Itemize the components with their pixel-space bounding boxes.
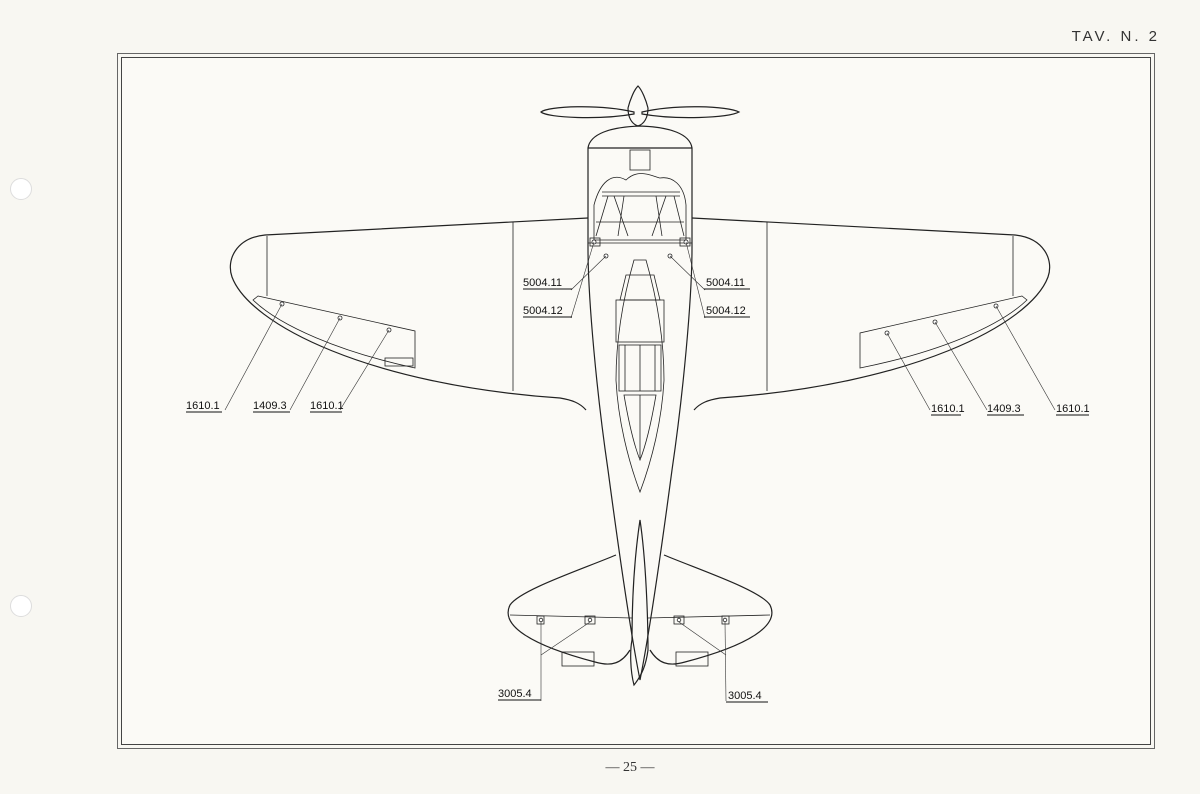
callout-engine-left-1: 5004.11 <box>523 277 572 290</box>
punch-hole-bottom <box>10 595 32 617</box>
callout-right-wing-2: 1409.3 <box>987 403 1024 416</box>
wing <box>229 217 1051 411</box>
cockpit <box>615 259 665 494</box>
callout-engine-right-1: 5004.11 <box>704 277 750 290</box>
callout-left-wing-3: 1610.1 <box>310 400 344 413</box>
callout-engine-left-2: 5004.12 <box>523 305 572 318</box>
leader-lines <box>224 241 1056 702</box>
callout-right-wing-1: 1610.1 <box>931 403 965 416</box>
drawing-frame-outer <box>117 53 1155 749</box>
drawing-frame-inner <box>121 57 1151 745</box>
svg-text:1409.3: 1409.3 <box>987 403 1021 415</box>
svg-text:1610.1: 1610.1 <box>1056 403 1090 415</box>
svg-text:3005.4: 3005.4 <box>728 690 762 702</box>
tailplane <box>507 554 773 667</box>
propeller <box>540 85 741 127</box>
fuselage <box>587 125 693 681</box>
svg-text:1409.3: 1409.3 <box>253 400 287 412</box>
callout-tail-left: 3005.4 <box>498 688 541 701</box>
svg-text:5004.12: 5004.12 <box>523 305 563 317</box>
engine-mount <box>589 173 691 259</box>
svg-text:1610.1: 1610.1 <box>310 400 344 412</box>
plate-number: TAV. N. 2 <box>1071 28 1160 45</box>
callout-left-wing-1: 1610.1 <box>186 400 222 413</box>
page-number: — 25 — <box>605 760 655 775</box>
callout-tail-right: 3005.4 <box>726 690 768 703</box>
callout-left-wing-2: 1409.3 <box>253 400 290 413</box>
svg-text:1610.1: 1610.1 <box>931 403 965 415</box>
punch-hole-top <box>10 178 32 200</box>
callout-right-wing-3: 1610.1 <box>1056 403 1090 416</box>
svg-text:5004.12: 5004.12 <box>706 305 746 317</box>
fin-rudder <box>630 519 649 687</box>
right-aileron <box>859 295 1028 369</box>
svg-text:1610.1: 1610.1 <box>186 400 220 412</box>
svg-text:5004.11: 5004.11 <box>706 277 745 289</box>
svg-text:5004.11: 5004.11 <box>523 277 562 289</box>
svg-text:3005.4: 3005.4 <box>498 688 532 700</box>
left-aileron <box>252 295 416 369</box>
callout-engine-right-2: 5004.12 <box>704 305 750 318</box>
